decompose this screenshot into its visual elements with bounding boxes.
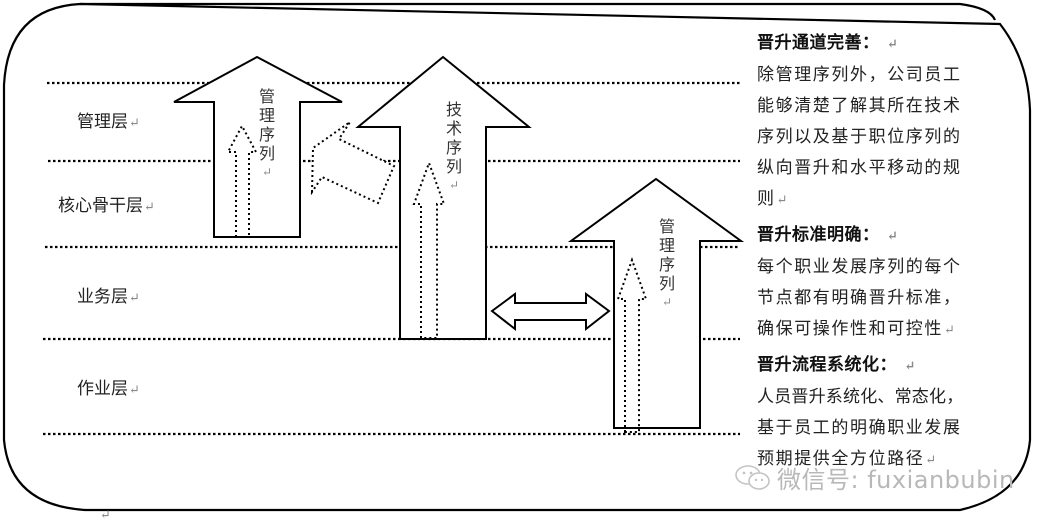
- sequence-label-text: 管理序列: [658, 217, 675, 293]
- section-title-text: 晋升流程系统化：: [757, 355, 897, 375]
- sequence-label-management-right: 管理序列 ↵: [658, 217, 676, 312]
- body-line: 人员晋升系统化、常态化，: [757, 387, 964, 407]
- paragraph-mark: ↵: [129, 116, 140, 131]
- section-title: 晋升标准明确： ↵: [757, 220, 1002, 252]
- management-sequence-arrow: [173, 55, 343, 238]
- body-line: 基于员工的明确职业发展: [757, 418, 962, 438]
- body-line: 纵向晋升和水平移动的规: [757, 158, 962, 178]
- section-body: 人员晋升系统化、常态化， 基于员工的明确职业发展 预期提供全方位路径↵: [757, 382, 1002, 476]
- paragraph-mark: ↵: [261, 165, 273, 179]
- layer-label-text: 管理层: [77, 112, 128, 132]
- layer-label-core: 核心骨干层↵: [58, 191, 155, 216]
- body-line: 节点都有明确晋升标准，: [757, 288, 962, 308]
- technical-sequence-arrow: [355, 55, 532, 340]
- body-line-wrap: 则↵: [757, 184, 1002, 216]
- sequence-label-management: 管理序列 ↵: [258, 87, 276, 182]
- watermark: 微信号: fuxianbubin: [735, 460, 1015, 498]
- section-title-text: 晋升标准明确：: [757, 225, 880, 245]
- layer-label-text: 作业层: [77, 379, 128, 399]
- management-sequence-arrow: [567, 177, 745, 429]
- body-line-text: 确保可操作性和可控性: [757, 319, 943, 339]
- section-body: 除管理序列外，公司员工 能够清楚了解其所在技术 序列以及基于职位序列的 纵向晋升…: [757, 60, 1002, 216]
- sequence-label-text: 管理序列: [258, 87, 275, 163]
- section-body: 每个职业发展序列的每个 节点都有明确晋升标准， 确保可操作性和可控性↵: [757, 252, 1002, 346]
- wechat-icon: [735, 464, 771, 498]
- paragraph-mark: ↵: [776, 193, 790, 208]
- section-title: 晋升通道完善： ↵: [757, 28, 1002, 60]
- dotted-transfer-arrow: [310, 121, 396, 205]
- horizontal-move-double-arrow: [490, 292, 611, 332]
- layer-label-operation: 作业层↵: [77, 374, 140, 399]
- body-line-text: 预期提供全方位路径: [757, 449, 925, 469]
- section-channel: 晋升通道完善： ↵ 除管理序列外，公司员工 能够清楚了解其所在技术 序列以及基于…: [757, 28, 1002, 216]
- paragraph-mark: ↵: [925, 453, 938, 468]
- section-title: 晋升流程系统化： ↵: [757, 350, 1002, 382]
- paragraph-mark: ↵: [886, 37, 899, 52]
- description-panel: 晋升通道完善： ↵ 除管理序列外，公司员工 能够清楚了解其所在技术 序列以及基于…: [757, 28, 1002, 476]
- body-line: 除管理序列外，公司员工: [757, 65, 962, 85]
- body-line: 能够清楚了解其所在技术: [757, 96, 962, 116]
- paragraph-mark: ↵: [944, 323, 957, 338]
- section-standard: 晋升标准明确： ↵ 每个职业发展序列的每个 节点都有明确晋升标准， 确保可操作性…: [757, 220, 1002, 346]
- paragraph-mark: ↵: [144, 200, 155, 215]
- body-line-wrap: 预期提供全方位路径↵: [757, 444, 1002, 476]
- body-line: 每个职业发展序列的每个: [757, 257, 962, 277]
- sequence-label-technical: 技术序列 ↵: [445, 100, 463, 195]
- paragraph-mark: ↵: [129, 291, 140, 306]
- dotted-growth-arrow: [412, 160, 446, 339]
- body-line-wrap: 确保可操作性和可控性↵: [757, 314, 1002, 346]
- watermark-text: 微信号: fuxianbubin: [777, 466, 1015, 494]
- body-line: 序列以及基于职位序列的: [757, 127, 962, 147]
- layer-label-business: 业务层↵: [77, 282, 140, 307]
- paragraph-mark: ↵: [904, 359, 916, 374]
- body-line-text: 则: [757, 189, 776, 209]
- section-process: 晋升流程系统化： ↵ 人员晋升系统化、常态化， 基于员工的明确职业发展 预期提供…: [757, 350, 1002, 476]
- section-title-text: 晋升通道完善：: [757, 33, 880, 53]
- paragraph-mark: ↵: [129, 383, 140, 398]
- layer-label-text: 核心骨干层: [58, 196, 143, 216]
- paragraph-mark: ↵: [886, 229, 899, 244]
- frame-border: [2, 2, 1032, 512]
- layer-label-text: 业务层: [77, 287, 128, 307]
- dotted-growth-arrow: [226, 123, 258, 238]
- sequence-label-text: 技术序列: [445, 100, 462, 176]
- paragraph-mark: ↵: [448, 178, 460, 192]
- layer-label-management: 管理层↵: [77, 107, 140, 132]
- paragraph-mark: ↵: [661, 295, 673, 309]
- dotted-growth-arrow: [616, 257, 648, 433]
- paragraph-mark: ↵: [100, 508, 111, 523]
